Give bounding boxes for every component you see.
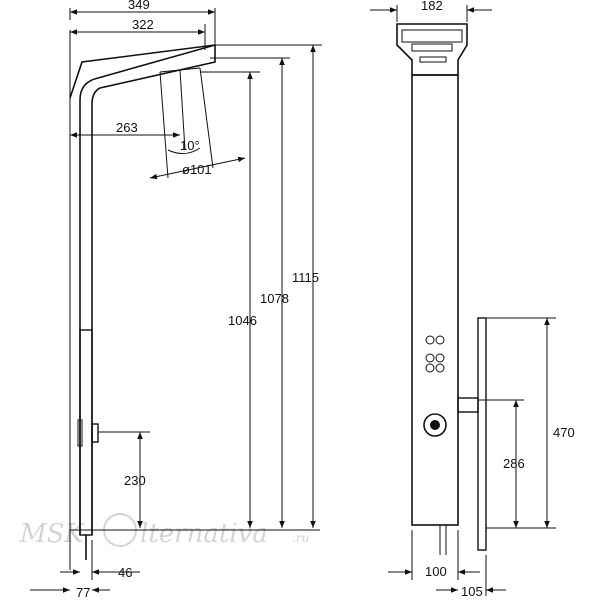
mixer-knob — [423, 413, 447, 437]
head-axis-right — [199, 67, 214, 169]
dim-105: 105 — [461, 584, 483, 599]
angle-arc — [167, 147, 201, 154]
front-head — [396, 23, 468, 76]
dim-263: 263 — [116, 120, 138, 135]
dim-470: 470 — [553, 425, 575, 440]
hand-shower-holder — [457, 397, 479, 413]
dim-182: 182 — [421, 0, 443, 13]
watermark: MSK- lternativa .ru — [19, 513, 309, 549]
inlet-flange — [77, 419, 83, 447]
inlet-connector — [91, 423, 99, 443]
dim-46: 46 — [118, 565, 132, 580]
dim-1078: 1078 — [260, 291, 289, 306]
watermark-right: lternativa — [140, 519, 268, 549]
front-head-inner — [401, 29, 463, 43]
control-symbols — [425, 335, 445, 373]
dim-1115: 1115 — [292, 270, 319, 285]
dim-angle: 10° — [180, 138, 200, 153]
watermark-left: MSK- — [19, 519, 91, 549]
dim-286: 286 — [503, 456, 525, 471]
dim-101: ø101 — [182, 162, 212, 177]
watermark-suffix: .ru — [292, 531, 309, 545]
dim-230: 230 — [124, 473, 146, 488]
panel-body — [79, 43, 216, 535]
dim-100: 100 — [425, 564, 447, 579]
head-center — [179, 69, 186, 151]
slide-rail — [477, 317, 487, 551]
spout-top — [69, 44, 216, 99]
head-axis-left — [159, 71, 169, 179]
dim-349: 349 — [128, 0, 150, 12]
mixer-knob-center — [430, 420, 440, 430]
side-view: 349 322 263 10° ø101 1046 1078 1115 23 — [30, 0, 322, 600]
dim-322: 322 — [132, 17, 154, 32]
dim-77: 77 — [76, 585, 90, 600]
front-column — [411, 74, 459, 526]
front-hose — [439, 525, 447, 555]
dim-1046: 1046 — [228, 313, 257, 328]
front-view: 182 470 286 — [370, 0, 575, 599]
dim-line-101 — [149, 156, 246, 180]
